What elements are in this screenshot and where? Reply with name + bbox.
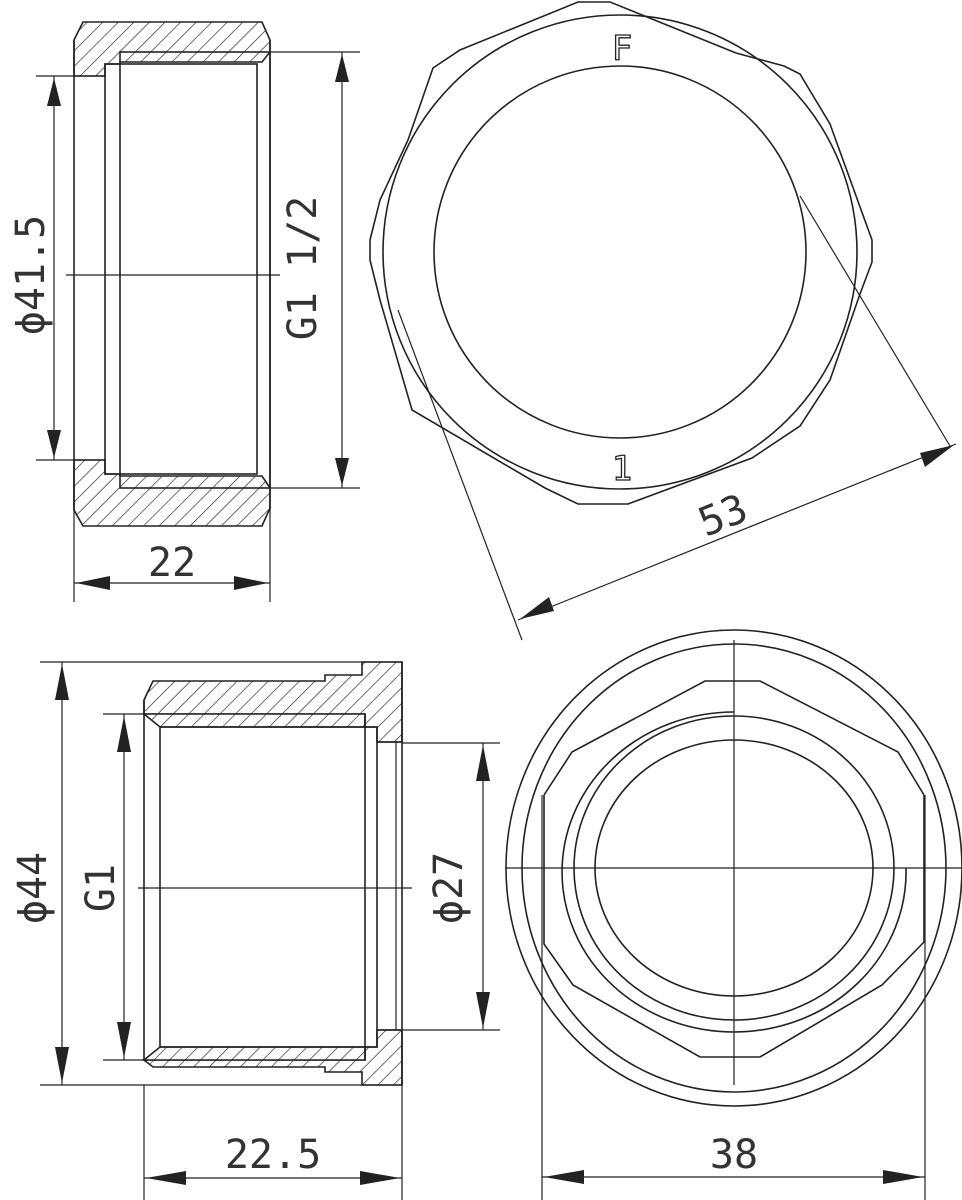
top-right-hex-view: F 1 53 — [369, 1, 957, 641]
lower-thread-hatch — [141, 1046, 366, 1061]
bore-outline — [159, 726, 378, 1048]
hex-outline — [543, 941, 925, 1058]
upper-thread-hatch — [141, 713, 366, 728]
width-38-label: 38 — [710, 1132, 758, 1178]
length-22-5-label: 22.5 — [225, 1132, 321, 1178]
hex-outline — [369, 1, 873, 505]
marking-f: F — [612, 29, 632, 69]
inner-bore — [433, 65, 807, 439]
thread-g1-1-2-label: G1 1/2 — [280, 196, 326, 341]
length-22-label: 22 — [148, 540, 196, 586]
top-left-section-view: ϕ41.5 G1 1/2 22 — [8, 21, 360, 602]
lower-wall-hatch — [73, 459, 271, 527]
diameter-44-label: ϕ44 — [10, 852, 56, 924]
thread-outline — [119, 51, 271, 489]
upper-body-hatch — [143, 661, 403, 743]
upper-wall-hatch — [73, 21, 271, 77]
bottom-left-section-view: ϕ44 G1 ϕ27 22.5 — [10, 661, 500, 1200]
inner-bore-outline — [104, 63, 258, 475]
thread-arc — [561, 711, 907, 1033]
diameter-41-5-label: ϕ41.5 — [8, 215, 54, 335]
thread-g1-label: G1 — [78, 864, 124, 912]
across-flats-53-label: 53 — [692, 486, 754, 547]
bore-27-label: ϕ27 — [426, 852, 472, 924]
hex-outline-top — [543, 680, 925, 796]
outer-ring — [382, 14, 858, 490]
bottom-right-end-view: 38 — [505, 629, 962, 1200]
marking-1: 1 — [612, 449, 632, 489]
